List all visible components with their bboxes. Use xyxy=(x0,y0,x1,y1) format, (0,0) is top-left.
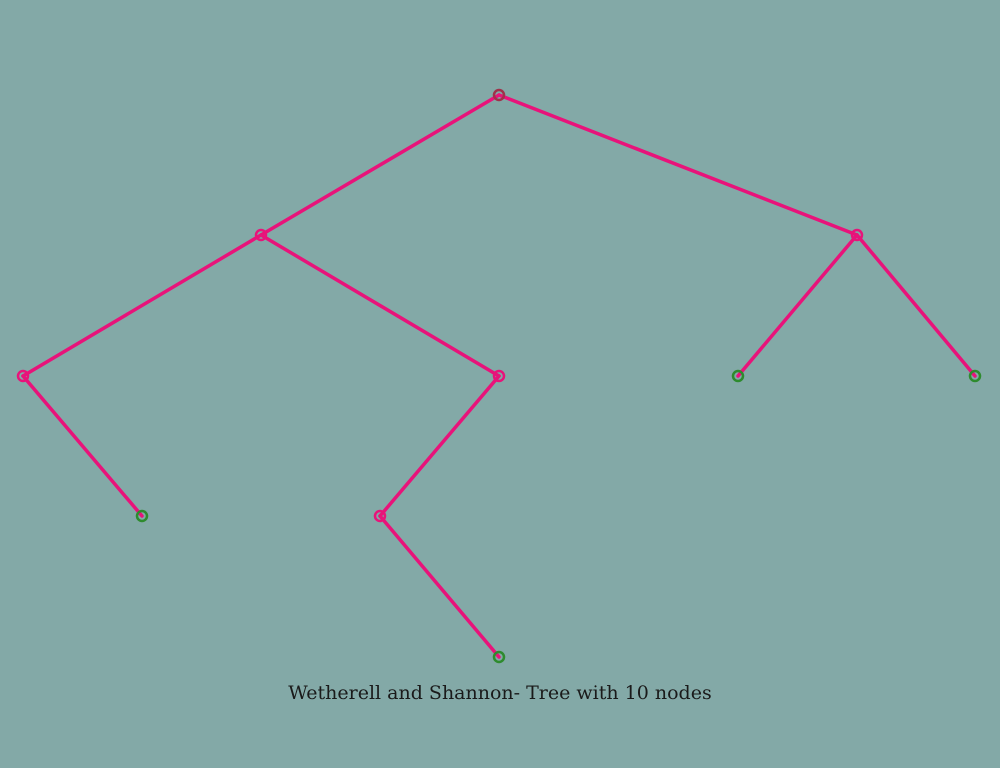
diagram-caption: Wetherell and Shannon- Tree with 10 node… xyxy=(288,682,712,704)
internal-node-n4 xyxy=(492,369,506,383)
tree-edge-n0-n2 xyxy=(497,93,859,237)
internal-node-n3 xyxy=(16,369,30,383)
tree-nodes xyxy=(16,88,982,664)
internal-node-n1 xyxy=(254,228,268,242)
tree-edge-n4-n8 xyxy=(378,374,501,518)
leaf-node-n9 xyxy=(492,650,506,664)
tree-edge-n1-n4 xyxy=(259,233,501,378)
tree-edge-n8-n9 xyxy=(378,514,501,659)
tree-edge-n3-n7 xyxy=(21,374,144,518)
tree-edge-n1-n3 xyxy=(21,233,263,378)
leaf-node-n6 xyxy=(968,369,982,383)
leaf-node-n7 xyxy=(135,509,149,523)
leaf-node-n5 xyxy=(731,369,745,383)
root-node-n0 xyxy=(492,88,506,102)
tree-edge-n2-n5 xyxy=(736,233,859,378)
internal-node-n8 xyxy=(373,509,387,523)
tree-edge-n0-n1 xyxy=(259,93,501,237)
tree-edges xyxy=(21,93,977,659)
internal-node-n2 xyxy=(850,228,864,242)
tree-edge-n2-n6 xyxy=(855,233,977,378)
